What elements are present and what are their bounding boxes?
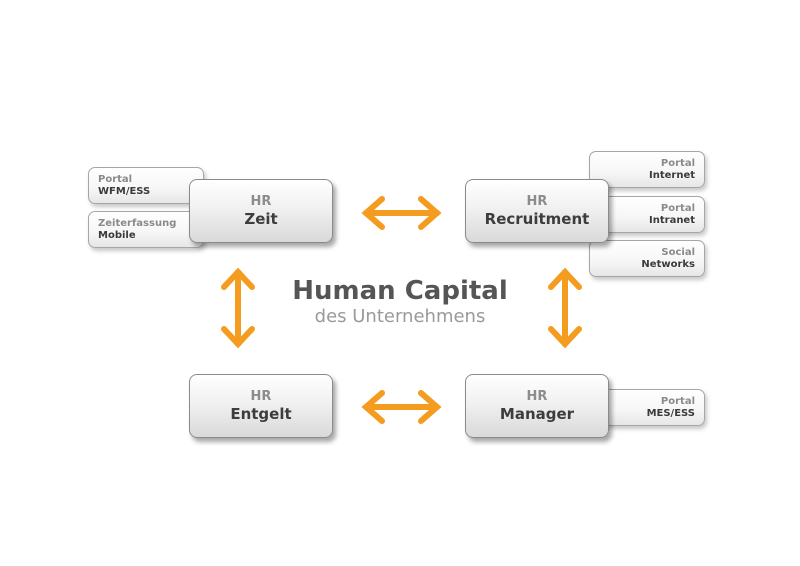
double-arrow-horizontal-icon bbox=[361, 390, 442, 424]
box-hr-zeit: HR Zeit bbox=[189, 179, 333, 243]
tag-label: Social bbox=[661, 246, 695, 258]
box-title: Recruitment bbox=[484, 210, 590, 228]
tag-zeiterfassung-mobile: Zeiterfassung Mobile bbox=[88, 211, 204, 248]
double-arrow-vertical-icon bbox=[221, 267, 255, 349]
box-prefix: HR bbox=[526, 389, 548, 404]
center-subtitle: des Unternehmens bbox=[314, 306, 486, 327]
tag-value: WFM/ESS bbox=[98, 185, 151, 197]
tag-label: Portal bbox=[660, 202, 695, 214]
box-prefix: HR bbox=[250, 389, 272, 404]
tag-portal-wfm-ess: Portal WFM/ESS bbox=[88, 167, 204, 204]
double-arrow-horizontal-icon bbox=[361, 196, 442, 230]
box-hr-manager: HR Manager bbox=[465, 374, 609, 438]
tag-value: MES/ESS bbox=[646, 407, 695, 419]
tag-portal-internet: Portal Internet bbox=[589, 151, 705, 188]
tag-label: Portal bbox=[98, 173, 133, 185]
box-prefix: HR bbox=[250, 194, 272, 209]
box-hr-recruitment: HR Recruitment bbox=[465, 179, 609, 243]
tag-label: Portal bbox=[660, 157, 695, 169]
box-title: Zeit bbox=[244, 210, 278, 228]
box-title: Manager bbox=[499, 405, 575, 423]
center-title: Human Capital bbox=[292, 276, 508, 306]
double-arrow-vertical-icon bbox=[548, 267, 582, 349]
box-title: Entgelt bbox=[230, 405, 292, 423]
tag-label: Portal bbox=[660, 395, 695, 407]
tag-value: Mobile bbox=[98, 229, 136, 241]
tag-social-networks: Social Networks bbox=[589, 240, 705, 277]
box-prefix: HR bbox=[526, 194, 548, 209]
tag-label: Zeiterfassung bbox=[98, 217, 177, 229]
box-hr-entgelt: HR Entgelt bbox=[189, 374, 333, 438]
tag-value: Intranet bbox=[649, 214, 695, 226]
tag-value: Internet bbox=[648, 169, 695, 181]
tag-value: Networks bbox=[641, 258, 695, 270]
